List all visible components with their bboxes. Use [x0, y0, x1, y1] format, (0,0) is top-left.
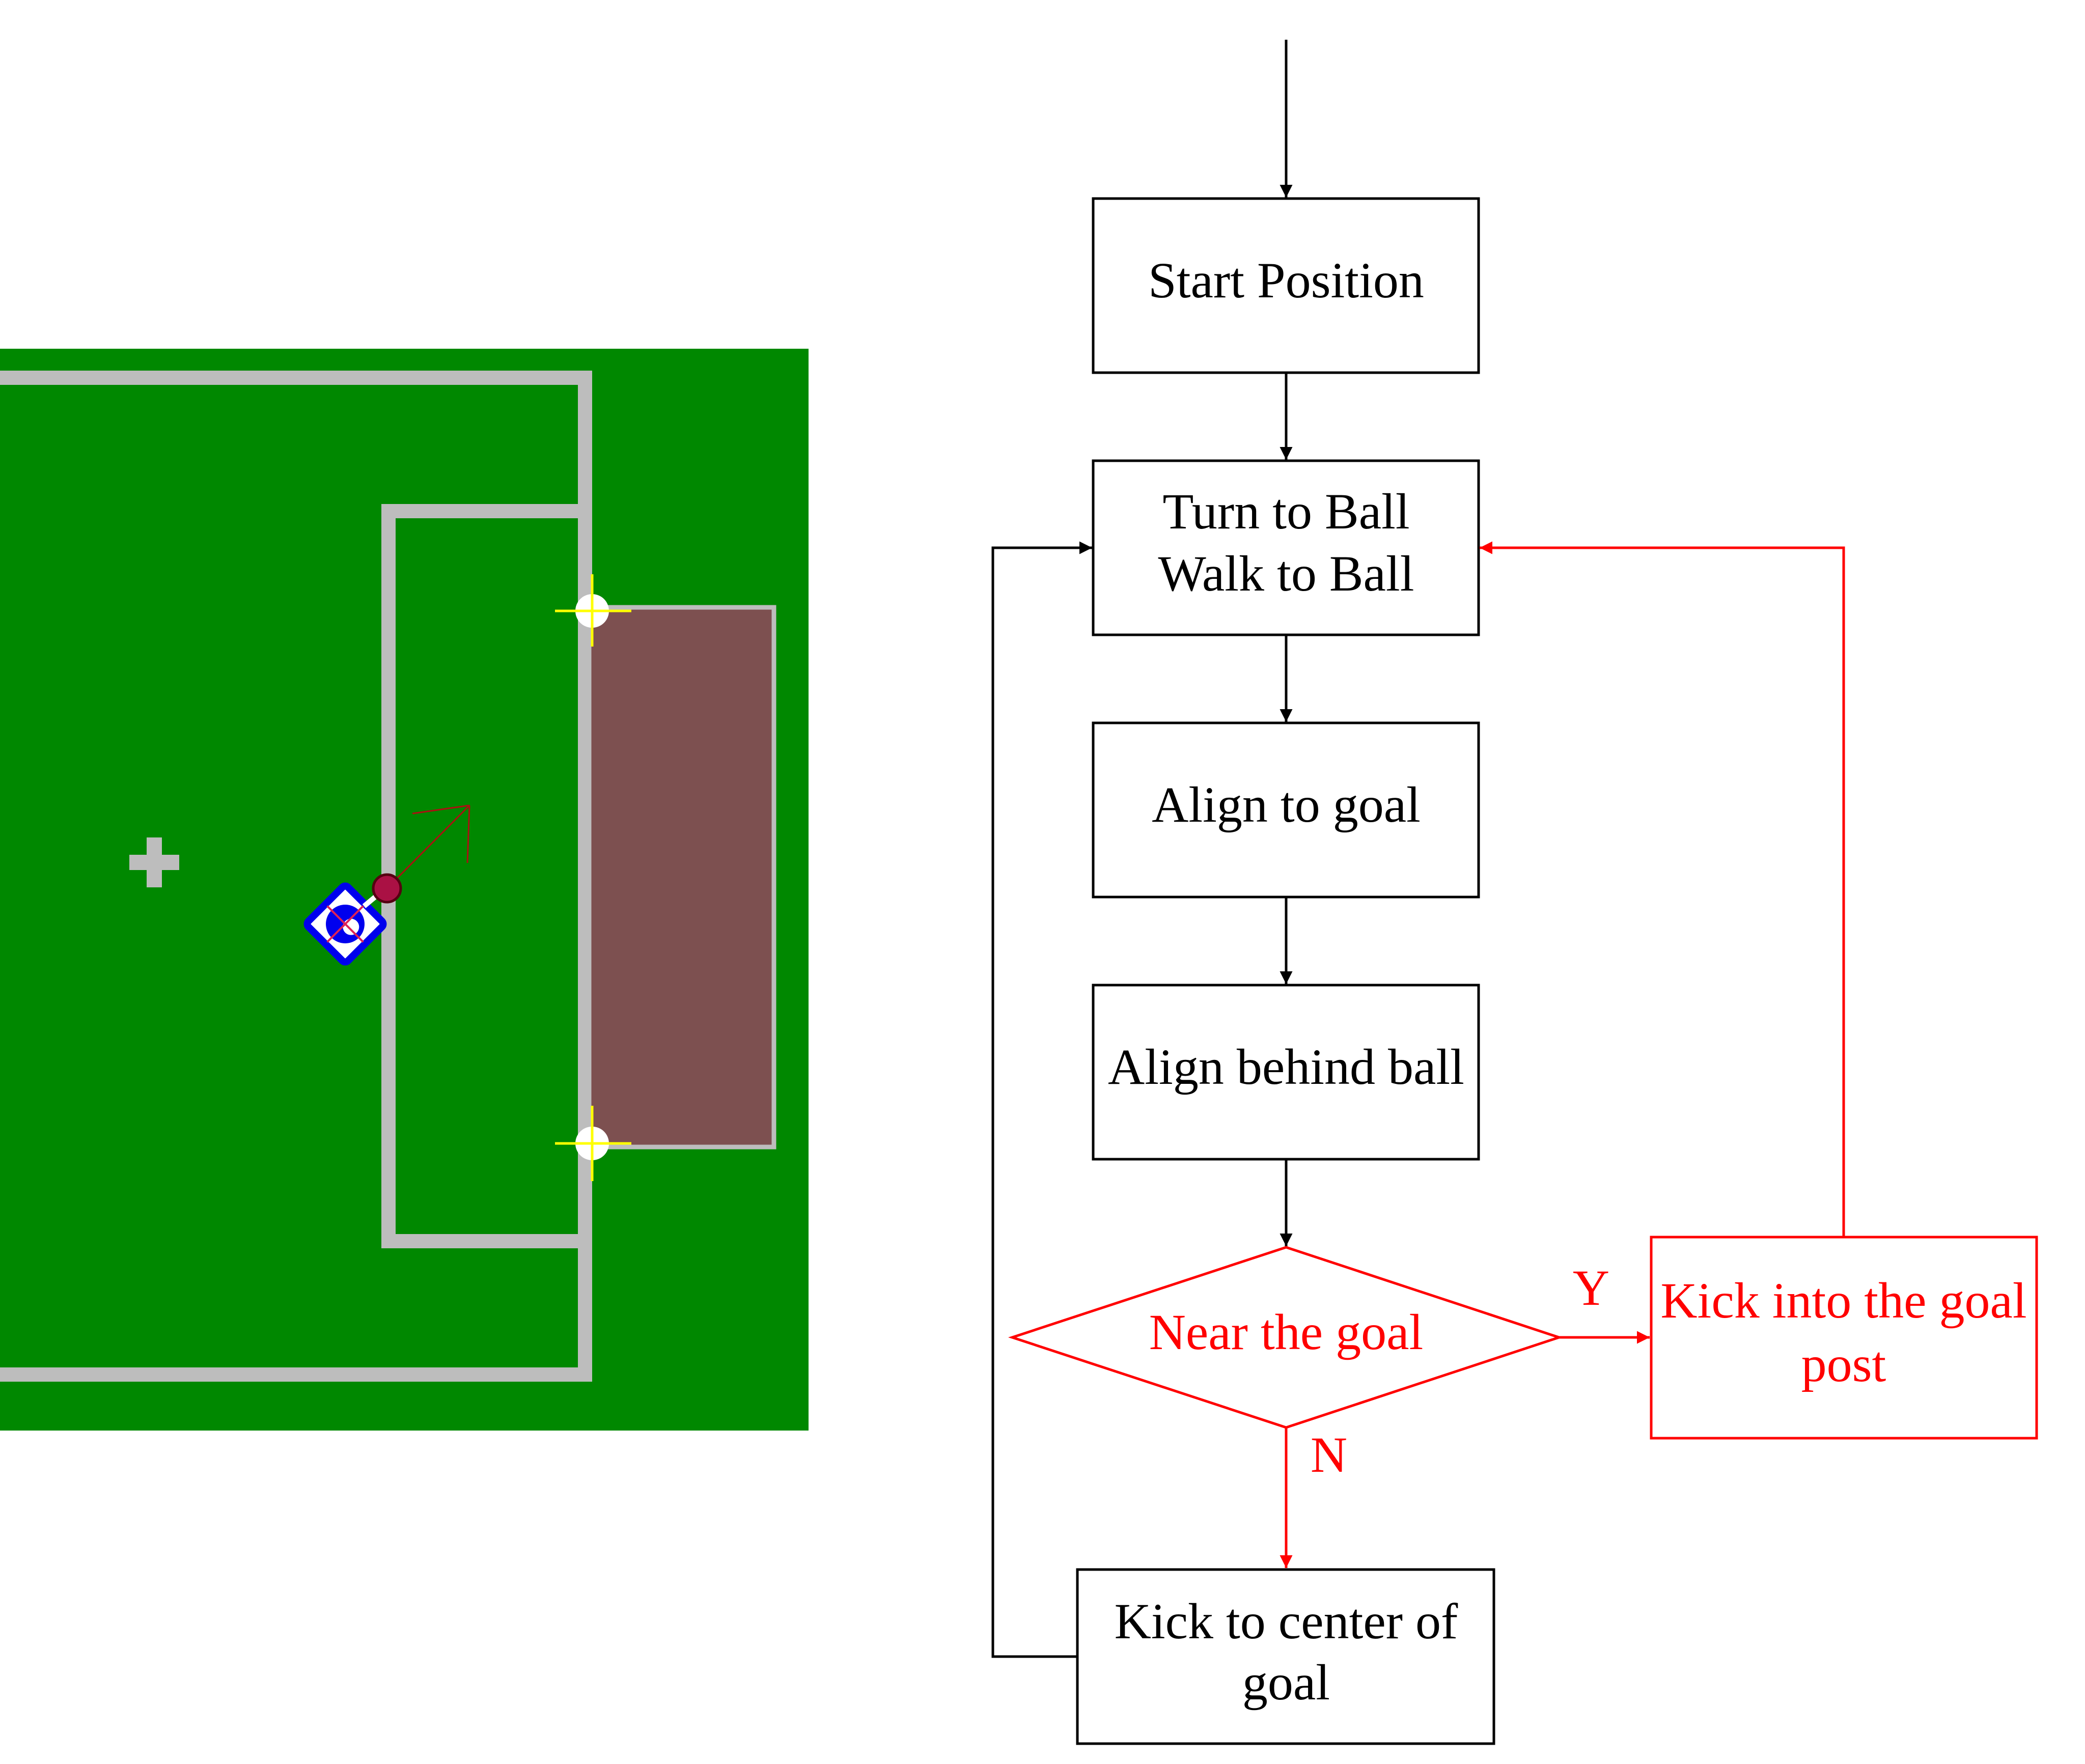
flowchart: Start Position Turn to Ball Walk to Ball… [991, 40, 2038, 1745]
robot-icon [303, 882, 387, 966]
kick-direction-arrow [386, 804, 470, 889]
turn-walk-to-ball-box: Turn to Ball Walk to Ball [1092, 459, 1480, 636]
kick-into-goal-label-2: post [1801, 1336, 1886, 1392]
turn-to-ball-label: Turn to Ball [1162, 483, 1409, 540]
kick-center-label-1: Kick to center of [1115, 1593, 1458, 1649]
goal-area [587, 605, 776, 1150]
ball-icon [372, 873, 402, 904]
near-goal-decision: Near the goal [1008, 1246, 1563, 1429]
start-position-box: Start Position [1092, 197, 1480, 374]
align-to-goal-label: Align to goal [1152, 776, 1421, 833]
center-cross-icon [129, 837, 179, 887]
arrow-goal-feedback-loop [1480, 541, 1845, 1237]
decision-label: Near the goal [1149, 1304, 1424, 1360]
kick-into-goal-box: Kick into the goal post [1650, 1236, 2038, 1440]
goal-post-marker-icon [555, 574, 631, 647]
align-to-goal-box: Align to goal [1092, 721, 1480, 899]
align-behind-ball-label: Align behind ball [1108, 1039, 1464, 1095]
kick-center-box: Kick to center of goal [1076, 1568, 1495, 1745]
start-position-label: Start Position [1148, 252, 1424, 309]
field-boundary-line [0, 371, 592, 1382]
kick-into-goal-label-1: Kick into the goal [1660, 1272, 2026, 1329]
yes-label: Y [1573, 1259, 1609, 1316]
arrow-center-feedback-loop [991, 541, 1092, 1658]
no-label: N [1311, 1426, 1347, 1483]
align-behind-ball-box: Align behind ball [1092, 984, 1480, 1161]
goal-post-marker-icon [555, 1106, 631, 1181]
walk-to-ball-label: Walk to Ball [1158, 545, 1414, 602]
soccer-field-view [0, 349, 809, 1431]
kick-center-label-2: goal [1242, 1654, 1330, 1711]
